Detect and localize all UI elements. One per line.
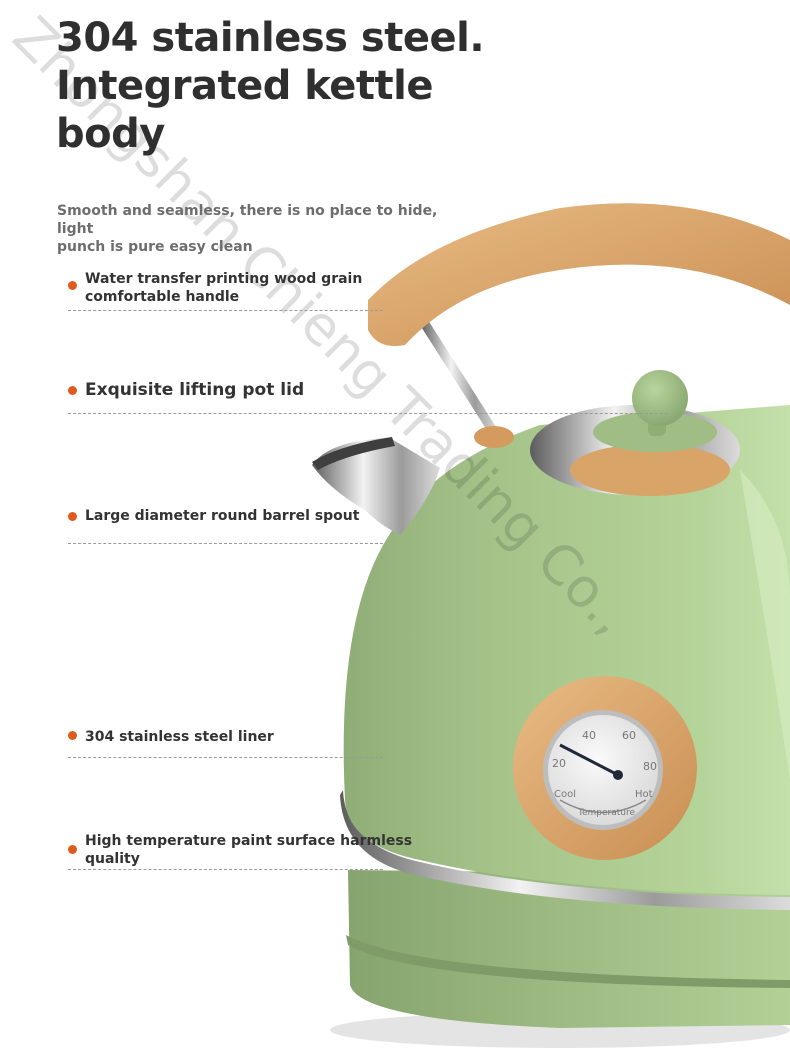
subtitle: Smooth and seamless, there is no place t… <box>57 202 477 256</box>
gauge-hot-label: Hot <box>635 789 653 800</box>
feature-label: High temperature paint surface harmless … <box>85 833 413 867</box>
gauge-tick-80: 80 <box>643 760 657 773</box>
dashed-divider <box>68 310 383 311</box>
subtitle-line-2: punch is pure easy clean <box>57 239 253 255</box>
bullet-dot <box>68 281 77 290</box>
title-line-3: body <box>56 111 165 157</box>
kettle-base-step <box>346 935 790 988</box>
gauge-arc <box>559 799 647 814</box>
spout-rim <box>312 437 395 470</box>
dashed-divider <box>68 543 383 544</box>
gauge-tick-60: 60 <box>622 729 636 742</box>
dashed-divider <box>68 869 383 870</box>
gauge-needle <box>559 743 621 778</box>
lid-inner <box>570 444 730 496</box>
lid-knob <box>632 370 688 426</box>
body-highlight <box>740 470 790 780</box>
handle-rod <box>420 320 498 435</box>
gauge-face <box>548 715 658 825</box>
dashed-divider <box>68 413 668 414</box>
feature-label: 304 stainless steel liner <box>85 729 274 745</box>
kettle-base <box>348 870 790 1028</box>
spout <box>312 438 440 535</box>
gauge-temperature-label: Temperature <box>577 808 635 818</box>
wooden-handle <box>368 203 790 346</box>
title-line-2: Integrated kettle <box>56 63 434 109</box>
bullet-dot <box>68 512 77 521</box>
gauge-cool-label: Cool <box>554 789 576 800</box>
gauge-pivot <box>613 770 623 780</box>
gauge-tick-40: 40 <box>582 729 596 742</box>
handle-joint <box>474 426 514 448</box>
page-title: 304 stainless steel. Integrated kettle b… <box>56 14 485 158</box>
gauge-tick-20: 20 <box>552 757 566 770</box>
feature-label: Large diameter round barrel spout <box>85 508 360 524</box>
subtitle-line-1: Smooth and seamless, there is no place t… <box>57 203 438 237</box>
dashed-divider <box>68 757 383 758</box>
bullet-dot <box>68 845 77 854</box>
feature-label: Exquisite lifting pot lid <box>85 380 305 400</box>
bullet-dot <box>68 386 77 395</box>
steel-ring <box>340 790 790 910</box>
title-line-1: 304 stainless steel. <box>56 15 485 61</box>
bullet-dot <box>68 731 77 740</box>
feature-label: Water transfer printing wood grain comfo… <box>85 271 363 305</box>
